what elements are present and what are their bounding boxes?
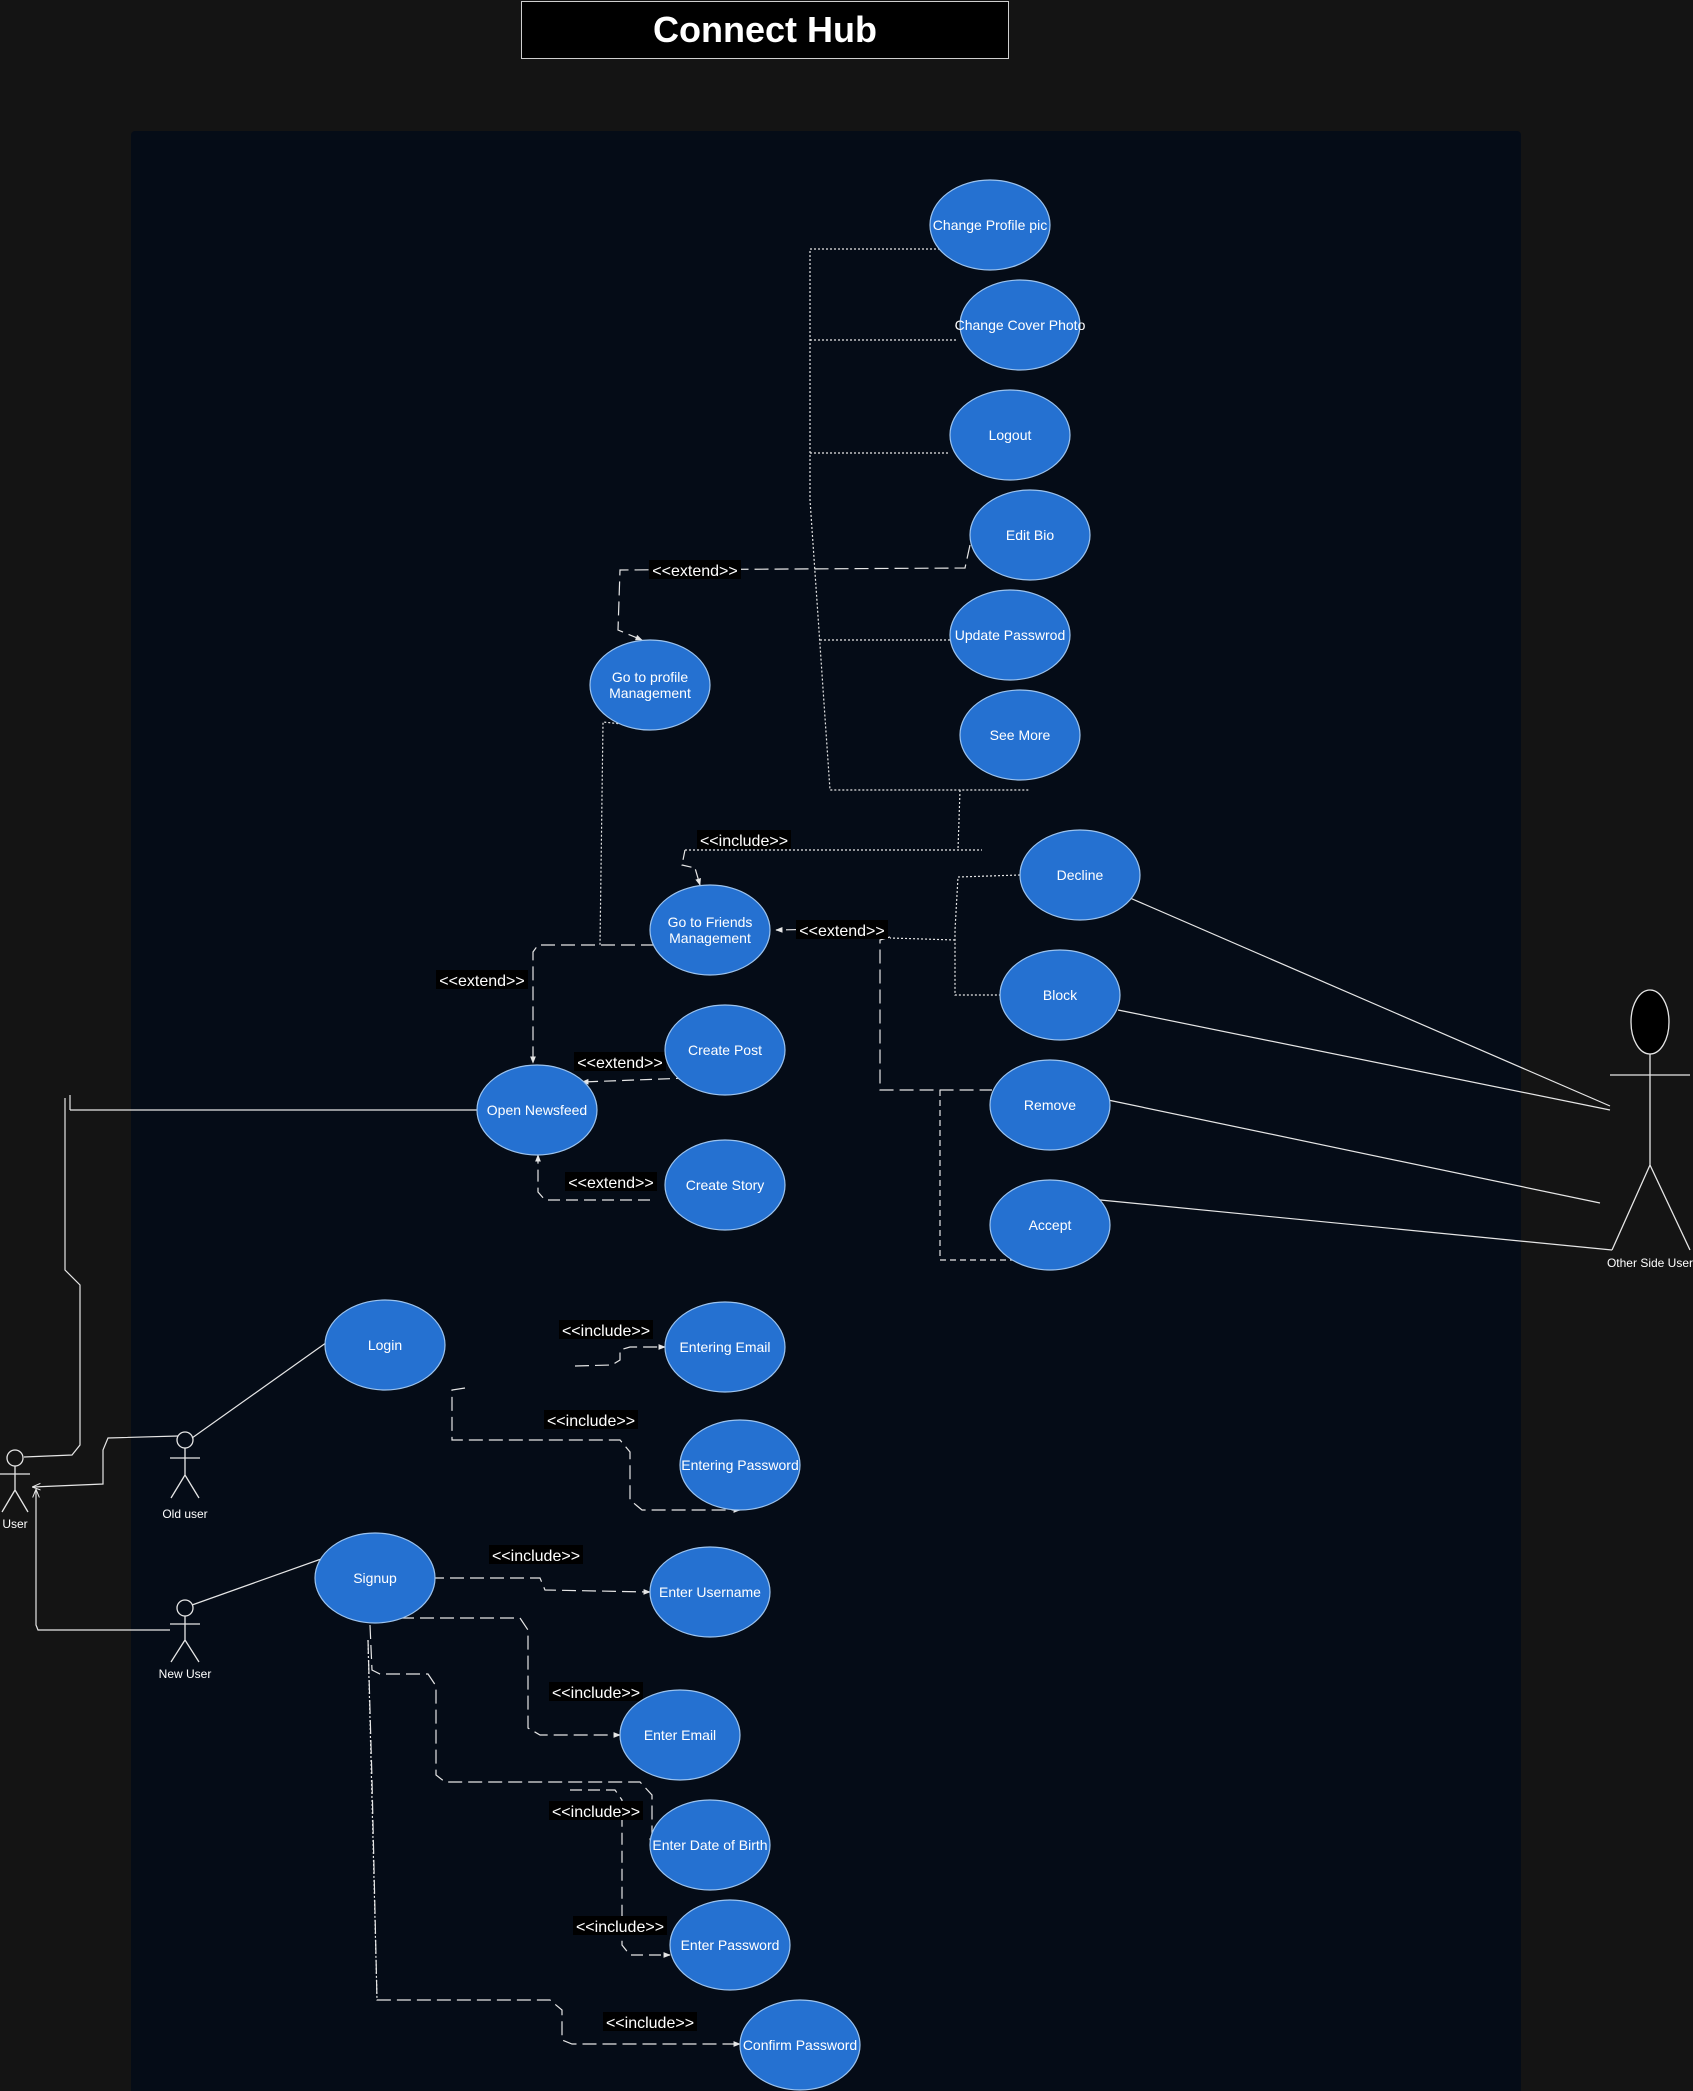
include-arrow-confirm-password <box>367 1639 741 2047</box>
usecase-logout[interactable]: Logout <box>949 389 1071 481</box>
usecase-remove[interactable]: Remove <box>989 1059 1111 1151</box>
usecase-confirm-password[interactable]: Confirm Password <box>739 1999 861 2091</box>
usecase-accept[interactable]: Accept <box>989 1179 1111 1271</box>
label-include-confirm-password: <<include>> <box>606 2015 694 2032</box>
svg-text:Signup: Signup <box>353 1570 397 1586</box>
svg-text:Old user: Old user <box>162 1507 207 1521</box>
label-include-entering-password: <<include>> <box>547 1413 635 1430</box>
actor-old-user[interactable]: Old user <box>162 1431 208 1521</box>
label-extend-friends: <<extend>> <box>799 923 884 940</box>
svg-text:Open Newsfeed: Open Newsfeed <box>487 1102 587 1118</box>
svg-text:Go to Friends: Go to Friends <box>668 914 753 930</box>
label-include-enter-password: <<include>> <box>576 1919 664 1936</box>
usecase-entering-password[interactable]: Entering Password <box>679 1419 801 1511</box>
svg-text:Entering Password: Entering Password <box>681 1457 799 1473</box>
label-extend-profile: <<extend>> <box>652 563 737 580</box>
old-user-login-line <box>191 1339 331 1439</box>
usecase-create-post[interactable]: Create Post <box>664 1004 786 1096</box>
usecase-signup[interactable]: Signup <box>314 1532 436 1624</box>
actor-new-user[interactable]: New User <box>159 1599 212 1681</box>
svg-text:Enter Password: Enter Password <box>681 1937 780 1953</box>
include-arrow-enter-password <box>570 1789 671 1958</box>
diagram-title: Connect Hub <box>521 1 1009 59</box>
block-other-user-line <box>1117 1009 1611 1111</box>
svg-text:Entering Email: Entering Email <box>679 1339 770 1355</box>
usecase-enter-username[interactable]: Enter Username <box>649 1546 771 1638</box>
include-arrow-enter-dob <box>369 1624 655 1846</box>
accept-bracket <box>939 1090 1022 1261</box>
stereotype-labels: <<extend>> <<include>> <<extend>> <<exte… <box>436 560 888 2032</box>
svg-text:New User: New User <box>159 1667 212 1681</box>
label-extend-create-story: <<extend>> <box>568 1175 653 1192</box>
user-association-line <box>23 1098 81 1458</box>
connectors <box>23 248 1613 2047</box>
profile-options-bracket <box>685 248 1030 851</box>
include-arrow-entering-password <box>451 1387 741 1513</box>
decline-block-bracket <box>954 874 1021 996</box>
label-extend-newsfeed: <<extend>> <box>439 973 524 990</box>
svg-text:Block: Block <box>1043 987 1078 1003</box>
system-boundary <box>131 131 1521 2091</box>
extend-arrow-profile <box>617 544 971 641</box>
svg-text:User: User <box>2 1517 27 1531</box>
actor-user[interactable]: User <box>0 1449 30 1531</box>
include-arrow-friends <box>681 849 701 886</box>
usecase-see-more[interactable]: See More <box>959 689 1081 781</box>
svg-text:Accept: Accept <box>1029 1217 1072 1233</box>
usecase-change-profile-pic[interactable]: Change Profile pic <box>929 179 1051 271</box>
old-user-generalization <box>33 1435 179 1487</box>
svg-text:Logout: Logout <box>989 427 1032 443</box>
svg-text:Enter Date of Birth: Enter Date of Birth <box>652 1837 767 1853</box>
usecase-entering-email[interactable]: Entering Email <box>664 1301 786 1393</box>
extend-arrow-newsfeed <box>530 944 655 1064</box>
svg-text:Enter Username: Enter Username <box>659 1584 761 1600</box>
svg-text:Remove: Remove <box>1024 1097 1076 1113</box>
label-include-entering-email: <<include>> <box>562 1323 650 1340</box>
usecase-update-password[interactable]: Update Passwrod <box>949 589 1071 681</box>
svg-text:Change Profile pic: Change Profile pic <box>933 217 1047 233</box>
svg-text:Other Side User: Other Side User <box>1607 1256 1693 1270</box>
usecase-enter-email[interactable]: Enter Email <box>619 1689 741 1781</box>
label-include-enter-dob: <<include>> <box>552 1804 640 1821</box>
svg-text:Create Story: Create Story <box>686 1177 765 1193</box>
label-include-enter-username: <<include>> <box>492 1548 580 1565</box>
new-user-generalization <box>36 1490 170 1631</box>
extend-arrow-create-story <box>535 1154 650 1201</box>
include-arrow-enter-email <box>400 1617 621 1738</box>
svg-text:Management: Management <box>609 685 691 701</box>
accept-other-user-line <box>1079 1197 1613 1251</box>
usecase-decline[interactable]: Decline <box>1019 829 1141 921</box>
usecase-enter-password[interactable]: Enter Password <box>669 1899 791 1991</box>
svg-text:Management: Management <box>669 930 751 946</box>
usecase-change-cover-photo[interactable]: Change Cover Photo <box>955 279 1086 371</box>
label-include-friends: <<include>> <box>700 833 788 850</box>
usecase-friends-management[interactable]: Go to Friends Management <box>649 884 771 976</box>
svg-text:Change Cover Photo: Change Cover Photo <box>955 317 1086 333</box>
usecase-block[interactable]: Block <box>999 949 1121 1041</box>
svg-text:Decline: Decline <box>1057 867 1104 883</box>
svg-text:Edit Bio: Edit Bio <box>1006 527 1054 543</box>
svg-text:Go to profile: Go to profile <box>612 669 688 685</box>
decline-other-user-line <box>1129 897 1611 1107</box>
usecase-open-newsfeed[interactable]: Open Newsfeed <box>476 1064 598 1156</box>
svg-text:Login: Login <box>368 1337 402 1353</box>
svg-text:Enter Email: Enter Email <box>644 1727 716 1743</box>
usecase-enter-dob[interactable]: Enter Date of Birth <box>649 1799 771 1891</box>
usecase-edit-bio[interactable]: Edit Bio <box>969 489 1091 581</box>
remove-other-user-line <box>1107 1099 1601 1204</box>
label-include-enter-email: <<include>> <box>552 1685 640 1702</box>
label-extend-create-post: <<extend>> <box>577 1055 662 1072</box>
usecase-profile-management[interactable]: Go to profile Management <box>589 639 711 731</box>
actor-other-side-user[interactable]: Other Side User <box>1607 989 1693 1270</box>
include-arrow-entering-email <box>574 1344 666 1367</box>
usecase-login[interactable]: Login <box>324 1299 446 1391</box>
usecase-create-story[interactable]: Create Story <box>664 1139 786 1231</box>
svg-text:See More: See More <box>990 727 1051 743</box>
svg-text:Create Post: Create Post <box>688 1042 762 1058</box>
svg-text:Update Passwrod: Update Passwrod <box>955 627 1066 643</box>
svg-text:Confirm Password: Confirm Password <box>743 2037 857 2053</box>
